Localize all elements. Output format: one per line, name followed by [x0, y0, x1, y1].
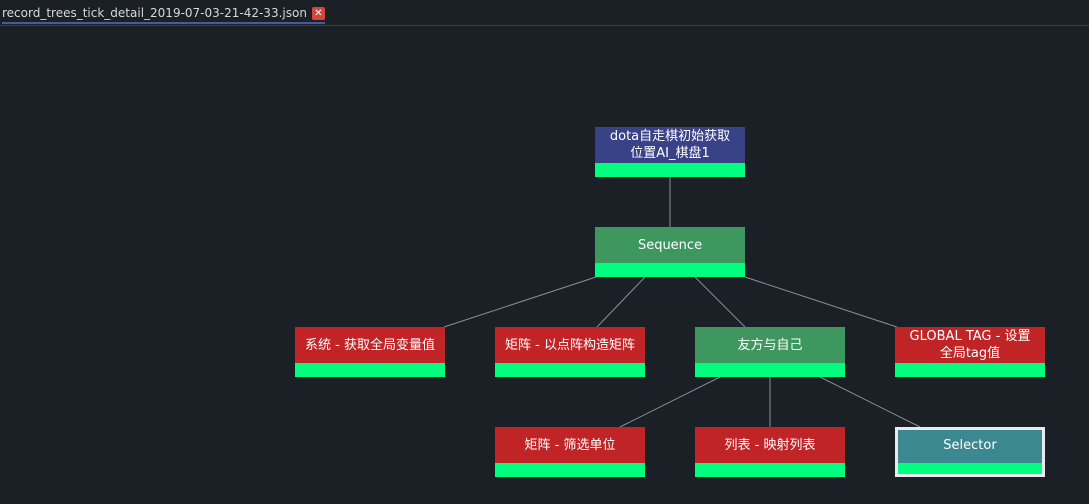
edge-sequence-friend	[694, 276, 746, 328]
node-label: 矩阵 - 以点阵构造矩阵	[505, 337, 635, 353]
node-label: 列表 - 映射列表	[724, 437, 816, 453]
node-label: Selector	[943, 437, 997, 453]
tree-node-matrix-filter[interactable]: 矩阵 - 筛选单位	[495, 427, 645, 477]
file-tab-title[interactable]: record_trees_tick_detail_2019-07-03-21-4…	[2, 6, 307, 20]
node-label: GLOBAL TAG - 设置全局tag值	[909, 329, 1031, 361]
edge-sequence-tag	[744, 276, 898, 328]
status-bar	[495, 363, 645, 377]
status-bar	[495, 463, 645, 477]
tree-node-sequence[interactable]: Sequence	[595, 227, 745, 277]
tree-node-system-get-global-var[interactable]: 系统 - 获取全局变量值	[295, 327, 445, 377]
close-icon[interactable]: ✕	[311, 6, 325, 20]
status-bar	[295, 363, 445, 377]
tree-node-list-map[interactable]: 列表 - 映射列表	[695, 427, 845, 477]
edge-sequence-matrix	[596, 276, 646, 328]
status-bar	[695, 363, 845, 377]
status-bar	[895, 363, 1045, 377]
edge-friend-filter	[619, 376, 721, 428]
node-label: Sequence	[637, 237, 703, 253]
status-bar	[695, 463, 845, 477]
tab-bar: record_trees_tick_detail_2019-07-03-21-4…	[0, 0, 1089, 26]
node-label: dota自走棋初始获取位置AI_棋盘1	[609, 129, 731, 161]
node-label: 矩阵 - 筛选单位	[524, 437, 616, 453]
edge-sequence-sys	[443, 276, 597, 328]
edge-friend-selector	[819, 376, 921, 428]
tree-node-matrix-build[interactable]: 矩阵 - 以点阵构造矩阵	[495, 327, 645, 377]
status-bar	[595, 263, 745, 277]
file-tab[interactable]: record_trees_tick_detail_2019-07-03-21-4…	[2, 4, 325, 24]
node-label: 友方与自己	[737, 337, 803, 353]
tree-node-selector[interactable]: Selector	[895, 427, 1045, 477]
tree-node-friend-and-self[interactable]: 友方与自己	[695, 327, 845, 377]
status-bar	[595, 163, 745, 177]
node-label: 系统 - 获取全局变量值	[305, 337, 435, 353]
status-bar	[898, 463, 1042, 474]
tree-node-root[interactable]: dota自走棋初始获取位置AI_棋盘1	[595, 127, 745, 177]
tree-node-global-tag[interactable]: GLOBAL TAG - 设置全局tag值	[895, 327, 1045, 377]
